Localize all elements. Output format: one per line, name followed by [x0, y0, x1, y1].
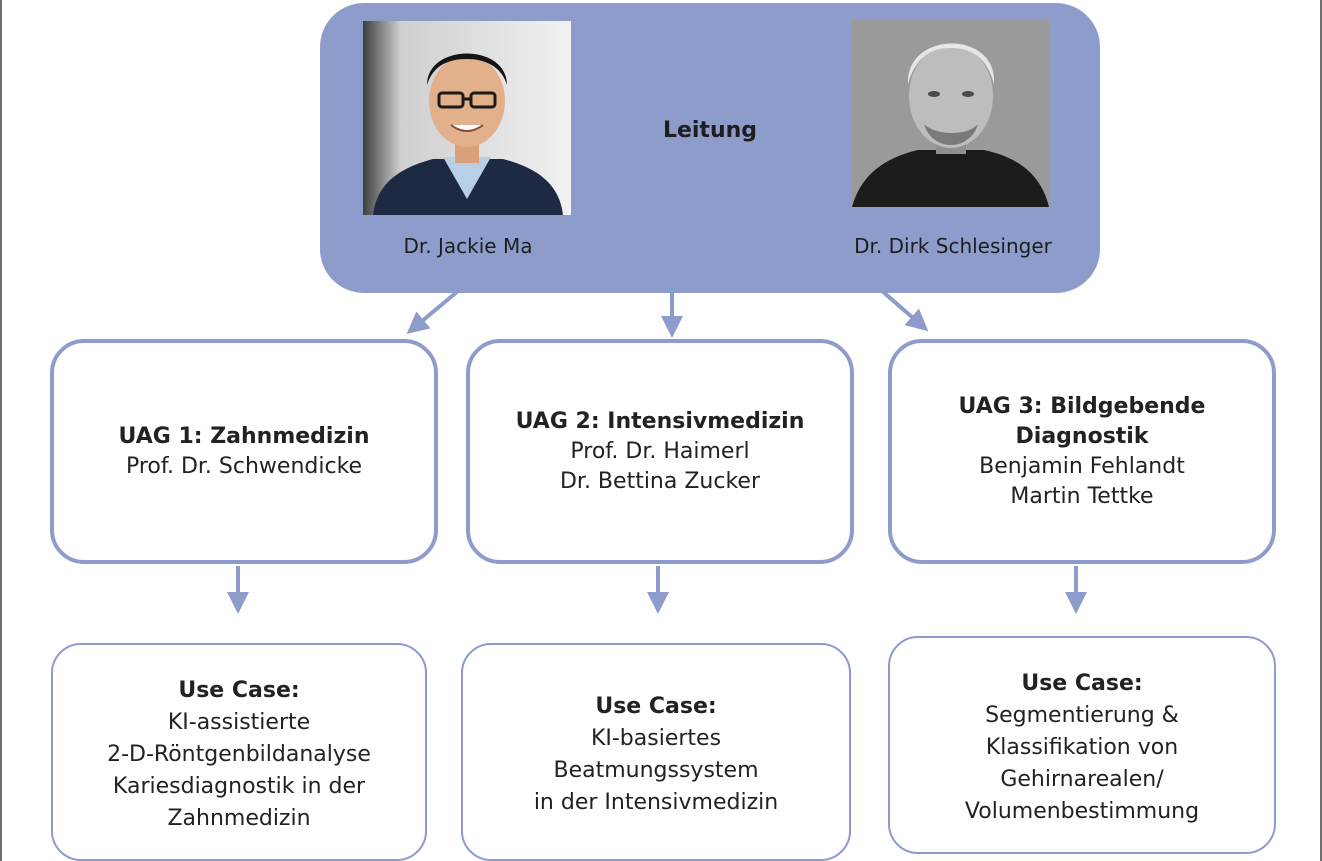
usecase1-line: KI-assistierte — [167, 710, 311, 735]
uag2-member: Prof. Dr. Haimerl — [570, 438, 750, 464]
uag1-box: UAG 1: Zahnmedizin Prof. Dr. Schwendicke — [50, 339, 438, 564]
usecase2-title: Use Case: — [595, 694, 717, 719]
uag2-title: UAG 2: Intensivmedizin — [515, 408, 805, 434]
usecase2-line: in der Intensivmedizin — [533, 790, 779, 815]
usecase1-box: Use Case: KI-assistierte 2-D-Röntgenbild… — [51, 643, 427, 861]
right-frame-edge — [1320, 0, 1322, 861]
usecase3-title: Use Case: — [1021, 671, 1143, 696]
arrow-leitung-to-uag3 — [880, 289, 929, 332]
usecase3-line: Klassifikation von — [985, 735, 1179, 760]
usecase3-box: Use Case: Segmentierung & Klassifikation… — [888, 636, 1276, 854]
usecase1-line: Kariesdiagnostik in der — [112, 774, 366, 799]
uag1-title: UAG 1: Zahnmedizin — [118, 423, 370, 449]
uag3-member: Martin Tettke — [1010, 483, 1154, 509]
usecase2-line: KI-basiertes — [590, 726, 722, 751]
arrow-leitung-to-uag1 — [406, 289, 460, 335]
usecase1-line: Zahnmedizin — [167, 806, 311, 831]
usecase3-line: Gehirnarealen/ — [1000, 767, 1164, 792]
uag3-box: UAG 3: Bildgebende Diagnostik Benjamin F… — [888, 339, 1276, 564]
person-name-dirk-schlesinger: Dr. Dirk Schlesinger — [854, 234, 1052, 258]
leitung-panel: Dr. Jackie Ma Leitung Dr. Dirk Schlesing… — [320, 3, 1100, 293]
uag2-box: UAG 2: Intensivmedizin Prof. Dr. Haimerl… — [466, 339, 854, 564]
usecase2-line: Beatmungssystem — [553, 758, 759, 783]
usecase3-line: Segmentierung & — [985, 703, 1179, 728]
person-name-jackie-ma: Dr. Jackie Ma — [403, 234, 533, 258]
uag3-member: Benjamin Fehlandt — [979, 453, 1185, 479]
usecase1-title: Use Case: — [178, 678, 300, 703]
left-frame-edge — [0, 0, 2, 861]
leitung-label: Leitung — [662, 118, 758, 143]
photo-dirk-schlesinger — [852, 20, 1049, 207]
uag2-member: Dr. Bettina Zucker — [559, 468, 760, 494]
uag3-title: UAG 3: Bildgebende Diagnostik — [958, 393, 1206, 449]
uag1-member: Prof. Dr. Schwendicke — [125, 453, 363, 479]
photo-jackie-ma — [363, 21, 571, 215]
usecase3-line: Volumenbestimmung — [964, 799, 1200, 824]
usecase2-box: Use Case: KI-basiertes Beatmungssystem i… — [461, 643, 851, 861]
usecase1-line: 2-D-Röntgenbildanalyse — [107, 742, 371, 767]
